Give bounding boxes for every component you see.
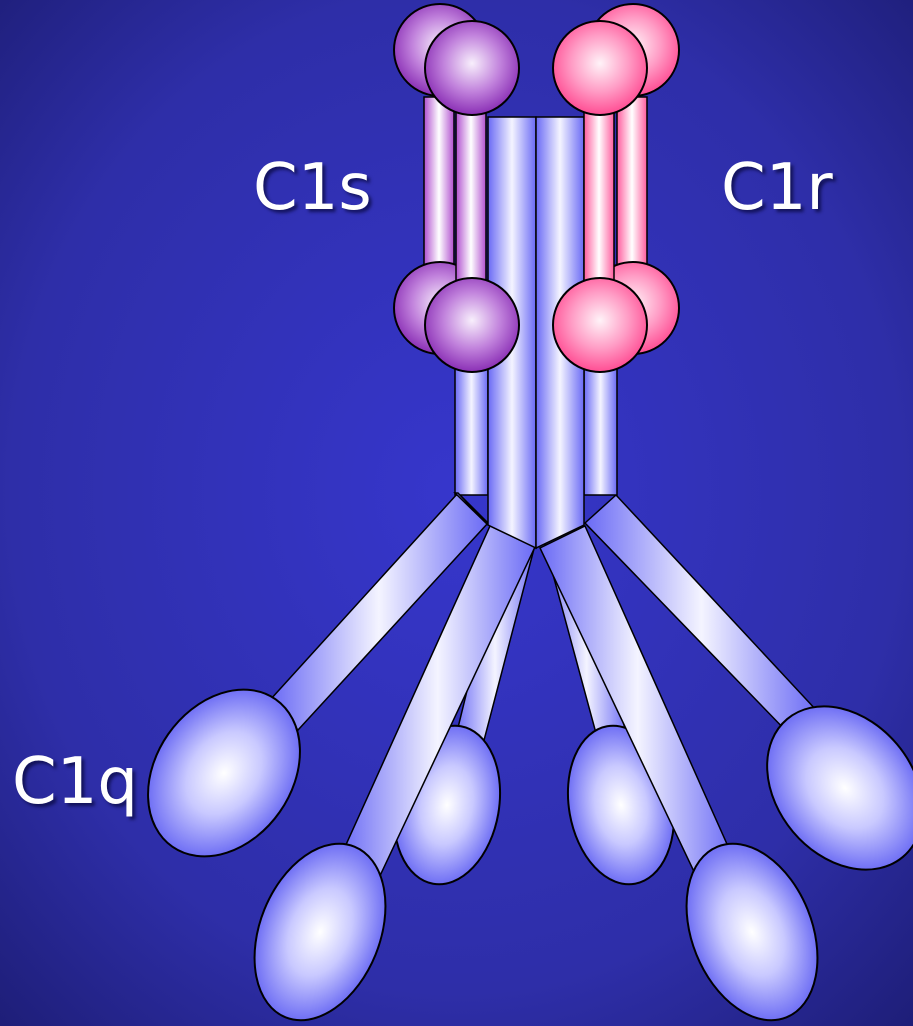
c1r-label: C1r: [721, 156, 833, 220]
c1q-label: C1q: [12, 750, 138, 814]
c1s-label: C1s: [253, 156, 372, 220]
